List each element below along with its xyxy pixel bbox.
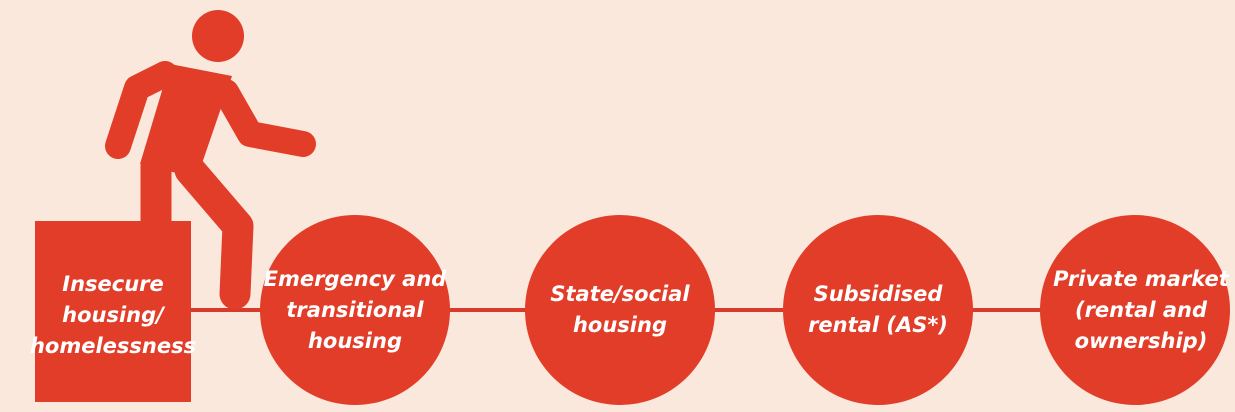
step-label: Subsidised rental (AS*) [808,282,948,337]
step-emergency-housing: Emergency and transitional housing [260,215,450,405]
step-subsidised-rental: Subsidised rental (AS*) [783,215,973,405]
step-label: Insecure housing/ homelessness [29,272,197,358]
step-label: Emergency and transitional housing [263,266,447,353]
step-label: Private market (rental and ownership) [1053,266,1229,353]
step-label: State/social housing [550,282,690,337]
step-insecure-housing: Insecure housing/ homelessness [30,221,196,402]
step-social-housing: State/social housing [525,215,715,405]
step-private-market: Private market (rental and ownership) [1040,215,1230,405]
